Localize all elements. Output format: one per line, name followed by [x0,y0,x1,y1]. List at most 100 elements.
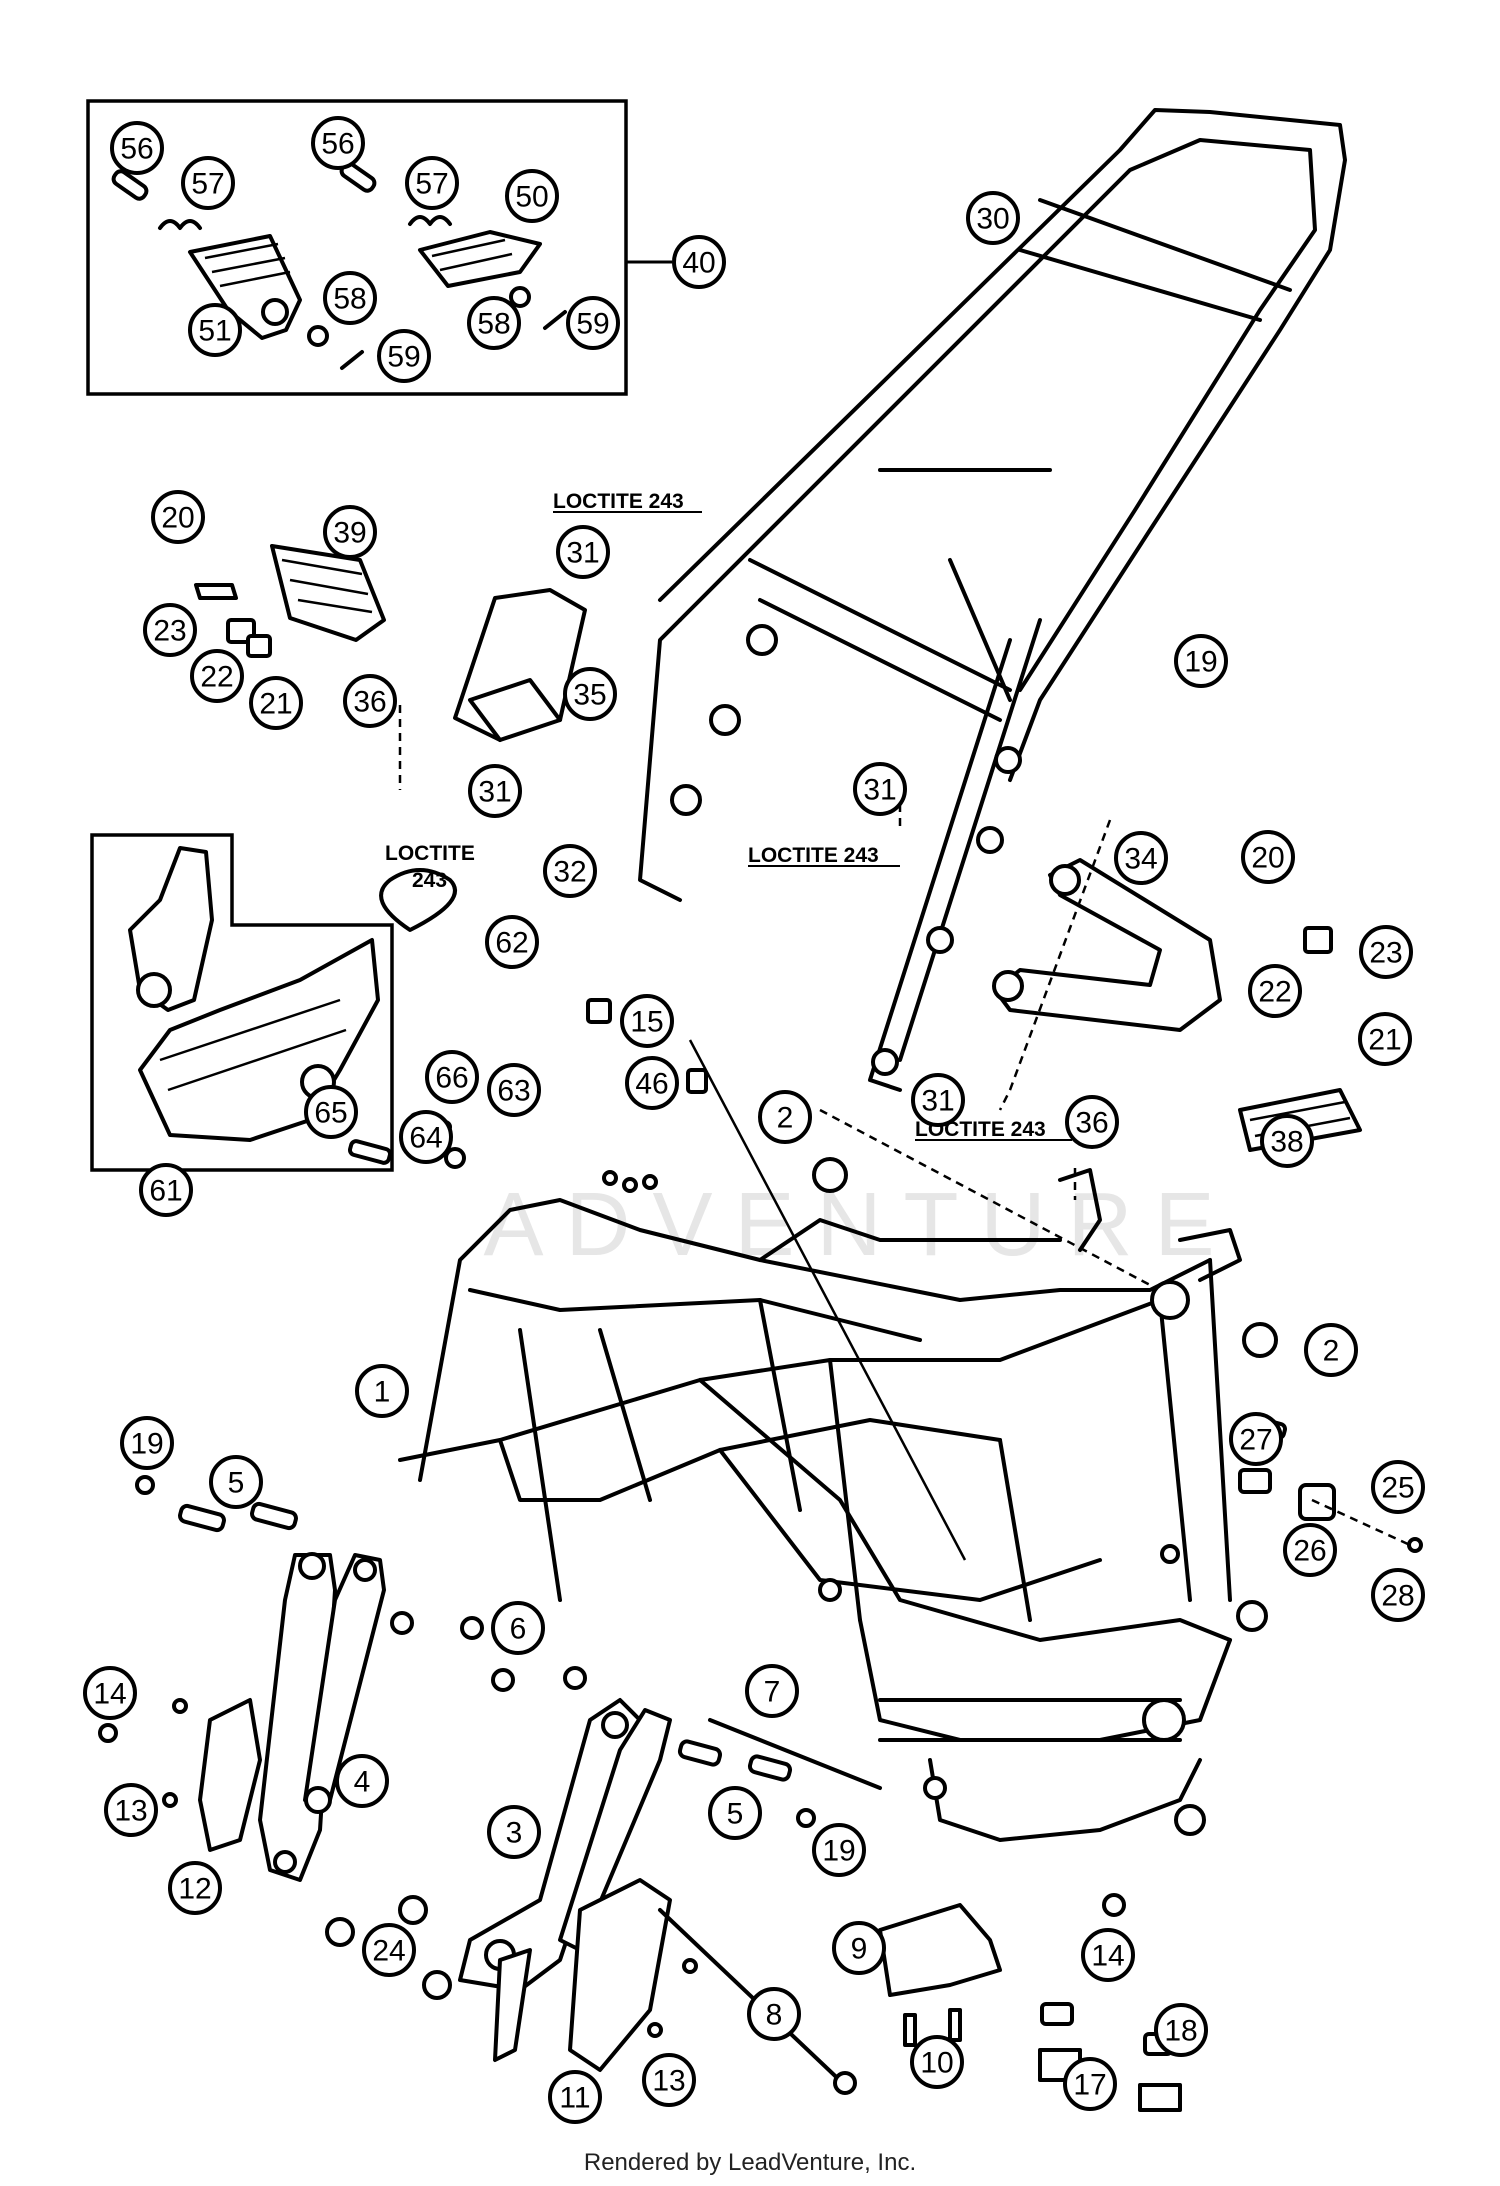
callout-25: 25 [1371,1460,1425,1514]
callout-20: 20 [1241,830,1295,884]
callout-2: 2 [758,1090,812,1144]
callout-3: 3 [487,1805,541,1859]
callout-5: 5 [708,1786,762,1840]
callout-number: 7 [764,1676,781,1709]
callout-number: 23 [1369,937,1402,970]
callout-number: 6 [510,1613,527,1646]
callout-10: 10 [910,2035,964,2089]
callout-56: 56 [110,121,164,175]
callout-number: 4 [354,1766,371,1799]
callout-18: 18 [1154,2003,1208,2057]
callout-13: 13 [104,1783,158,1837]
callout-46: 46 [625,1056,679,1110]
callout-number: 66 [435,1062,468,1095]
watermark-text: ADVENTURE [483,1175,1236,1275]
callout-51: 51 [188,303,242,357]
callout-number: 32 [553,856,586,889]
engine-hanger-left [198,1552,386,1882]
callout-number: 62 [495,927,528,960]
callout-number: 14 [1091,1940,1124,1973]
callout-number: 22 [200,661,233,694]
callout-50: 50 [505,169,559,223]
callout-63: 63 [487,1063,541,1117]
callout-20: 20 [151,490,205,544]
callout-14: 14 [1081,1928,1135,1982]
callout-number: 5 [727,1798,744,1831]
callout-13: 13 [642,2053,696,2107]
callout-6: 6 [491,1601,545,1655]
callout-59: 59 [377,329,431,383]
callout-number: 56 [120,133,153,166]
callout-number: 51 [198,315,231,348]
callout-24: 24 [362,1923,416,1977]
callout-4: 4 [335,1754,389,1808]
callout-19: 19 [1174,634,1228,688]
callout-36: 36 [343,674,397,728]
callout-number: 19 [822,1835,855,1868]
callout-28: 28 [1371,1568,1425,1622]
callout-number: 61 [149,1175,182,1208]
callout-32: 32 [543,844,597,898]
callout-26: 26 [1283,1523,1337,1577]
callout-number: 28 [1381,1580,1414,1613]
leader-19 [998,819,1112,1111]
loctite-label: LOCTITE 243 [553,490,684,513]
callout-31: 31 [911,1073,965,1127]
callout-number: 59 [576,308,609,341]
callout-number: 63 [497,1075,530,1108]
callout-number: 30 [976,203,1009,236]
callout-number: 57 [191,168,224,201]
callout-number: 21 [1368,1024,1401,1057]
callout-number: 8 [766,1999,783,2032]
callout-number: 20 [1251,842,1284,875]
callout-31: 31 [468,764,522,818]
leader-2 [819,1108,1151,1287]
callout-23: 23 [143,603,197,657]
callout-number: 31 [863,774,896,807]
callout-36: 36 [1065,1095,1119,1149]
callout-number: 26 [1293,1535,1326,1568]
bolts-and-spacers [98,1475,1180,2095]
callout-17: 17 [1063,2057,1117,2111]
callout-number: 58 [477,308,510,341]
callout-number: 36 [1075,1107,1108,1140]
loctite-label: 243 [412,869,447,892]
callout-21: 21 [1358,1012,1412,1066]
callout-number: 34 [1124,843,1157,876]
callout-62: 62 [485,915,539,969]
footpeg-right [339,161,567,330]
callout-number: 13 [114,1795,147,1828]
callout-number: 19 [1184,646,1217,679]
callout-number: 9 [851,1933,868,1966]
callout-22: 22 [1248,964,1302,1018]
callout-number: 25 [1381,1472,1414,1505]
leader-28 [1311,1498,1411,1547]
callout-11: 11 [548,2070,602,2124]
callout-31: 31 [853,762,907,816]
callout-number: 2 [777,1102,794,1135]
callout-number: 18 [1164,2015,1197,2048]
engine-hanger-right [458,1698,672,2072]
callout-number: 31 [478,776,511,809]
leader-15 [688,1039,967,1561]
callout-number: 39 [333,517,366,550]
callout-22: 22 [190,649,244,703]
callout-64: 64 [399,1110,453,1164]
callout-number: 19 [130,1428,163,1461]
callout-number: 31 [921,1085,954,1118]
loctite-label: LOCTITE [385,842,475,865]
callout-9: 9 [832,1921,886,1975]
chain-guide-box [90,833,394,1172]
callout-57: 57 [405,156,459,210]
callout-56: 56 [311,116,365,170]
callout-number: 3 [506,1817,523,1850]
callout-59: 59 [566,296,620,350]
callout-35: 35 [563,667,617,721]
callout-23: 23 [1359,925,1413,979]
callout-number: 24 [372,1935,405,1968]
callout-number: 17 [1073,2069,1106,2102]
callout-21: 21 [249,676,303,730]
callout-number: 11 [559,2082,590,2115]
callout-66: 66 [425,1050,479,1104]
